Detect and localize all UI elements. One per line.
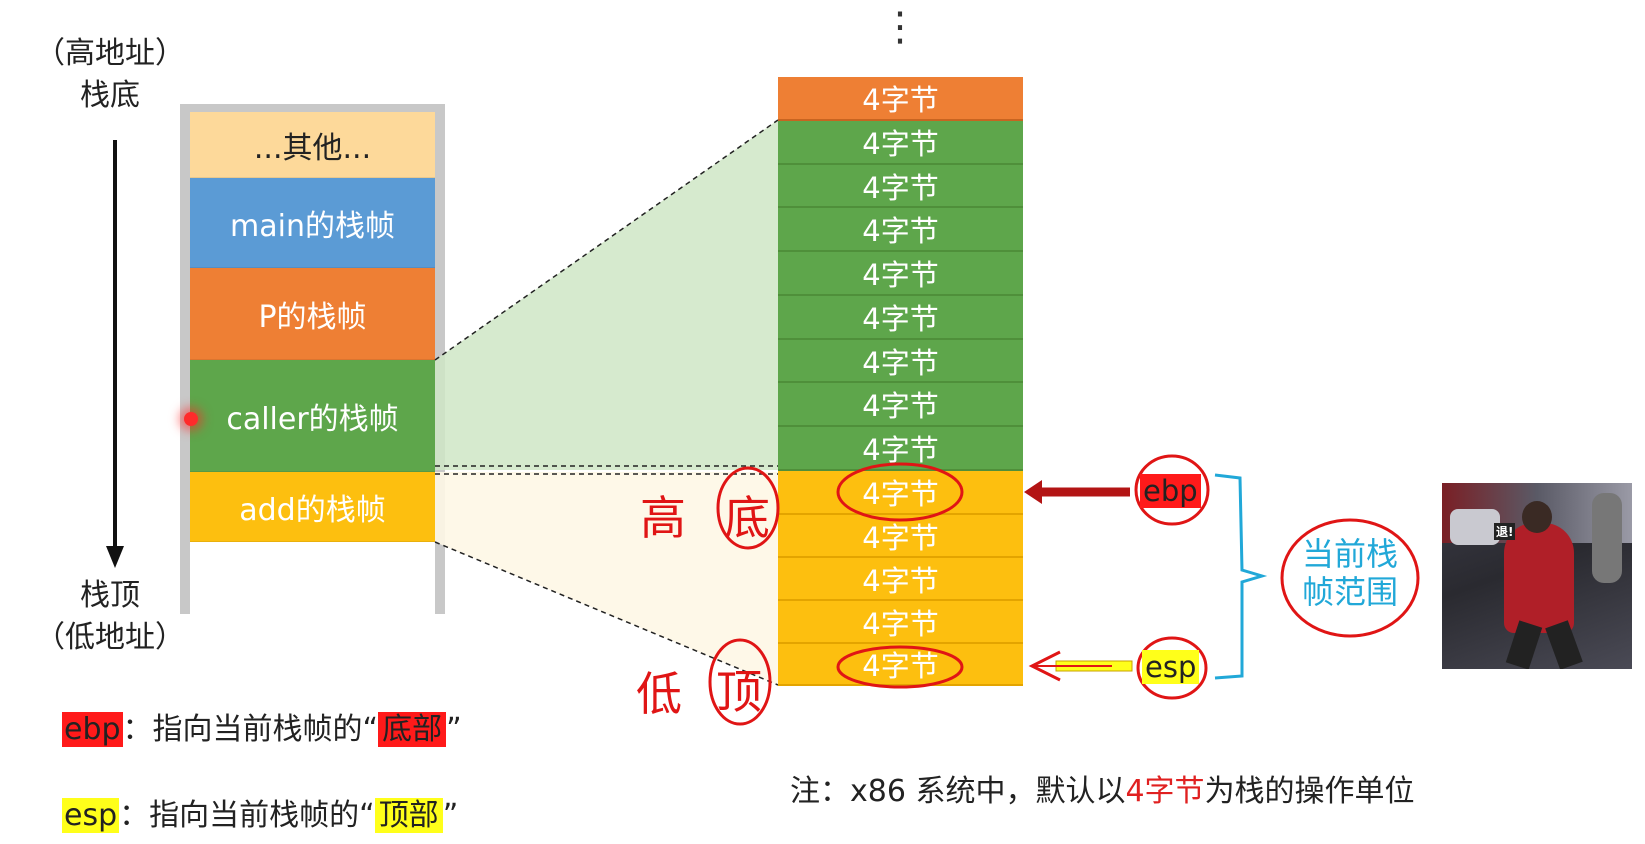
stack-container-left-wall <box>180 104 190 614</box>
range-line-2: 帧范围 <box>1301 573 1398 612</box>
byte-cell: 4字节 <box>778 208 1023 252</box>
current-frame-range-label: 当前栈 帧范围 <box>1285 535 1415 612</box>
byte-cell: 4字节 <box>778 296 1023 340</box>
byte-cell: 4字节 <box>778 252 1023 296</box>
handwritten-bottom: 底 <box>724 491 770 545</box>
esp-legend-word: 顶部 <box>374 798 443 833</box>
byte-cell: 4字节 <box>778 515 1023 558</box>
stack-frame-add: add的栈帧 <box>190 472 435 542</box>
byte-cell: 4字节 <box>778 121 1023 165</box>
stack-container-top <box>180 104 445 112</box>
byte-cell: 4字节 <box>778 77 1023 121</box>
handwritten-top: 顶 <box>716 665 762 719</box>
ebp-legend-text: ：指向当前栈帧的“ <box>122 712 379 747</box>
low-address-label: （低地址） <box>35 620 185 655</box>
note-highlight: 4字节 <box>1125 774 1205 809</box>
stack-frame-other: ...其他... <box>190 112 435 178</box>
handwritten-high: 高 <box>640 491 686 545</box>
handwritten-low: 低 <box>636 667 682 721</box>
growth-direction-arrow-icon <box>106 140 124 568</box>
stack-frame-p: P的栈帧 <box>190 268 435 360</box>
stack-top-label: 栈顶 <box>80 578 140 613</box>
stack-frame-caller: caller的栈帧 <box>190 360 435 472</box>
ebp-legend-close: ” <box>446 712 462 747</box>
esp-legend-close: ” <box>442 798 459 833</box>
byte-cell: 4字节 <box>778 644 1023 686</box>
byte-cell: 4字节 <box>778 601 1023 644</box>
stack-frame-main: main的栈帧 <box>190 178 435 268</box>
ebp-legend: ebp：指向当前栈帧的“底部” <box>62 704 462 748</box>
ebp-register-label: ebp <box>1140 474 1201 508</box>
esp-legend: esp：指向当前栈帧的“顶部” <box>62 790 458 834</box>
byte-cell: 4字节 <box>778 165 1023 208</box>
byte-cell: 4字节 <box>778 383 1023 427</box>
operation-unit-note: 注：x86 系统中，默认以4字节为栈的操作单位 <box>790 766 1415 810</box>
esp-legend-text: ：指向当前栈帧的“ <box>119 798 375 833</box>
meme-thumbnail: 退! <box>1442 483 1632 669</box>
esp-register-label: esp <box>1142 650 1200 684</box>
esp-legend-register: esp <box>62 798 120 833</box>
meme-caption: 退! <box>1494 523 1516 540</box>
stack-bottom-label: 栈底 <box>80 78 140 113</box>
byte-cell: 4字节 <box>778 340 1023 383</box>
range-line-1: 当前栈 <box>1301 535 1398 573</box>
ebp-legend-register: ebp <box>62 712 123 747</box>
ebp-legend-word: 底部 <box>378 712 447 747</box>
note-prefix: 注：x86 系统中，默认以 <box>790 774 1126 809</box>
byte-cell: 4字节 <box>778 471 1023 515</box>
byte-cell: 4字节 <box>778 558 1023 601</box>
note-suffix: 为栈的操作单位 <box>1204 774 1415 809</box>
high-address-label: （高地址） <box>35 36 185 71</box>
pointer-dot <box>184 412 198 426</box>
continuation-ellipsis: ⋮ <box>880 4 920 50</box>
